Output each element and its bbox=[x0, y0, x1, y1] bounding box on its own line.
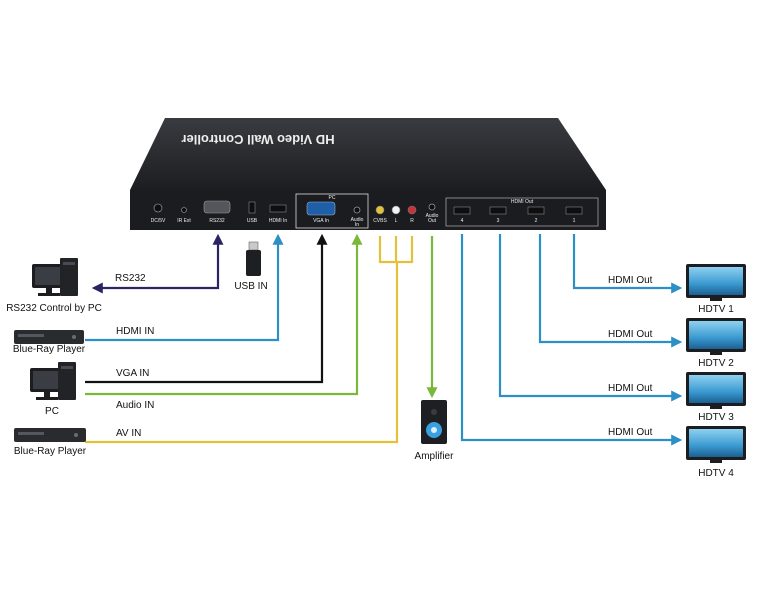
hdmi-out-2-label: HDMI Out bbox=[608, 329, 653, 340]
hdmi-out-4-label: HDMI Out bbox=[608, 427, 653, 438]
video-wall-controller: HD Video Wall Controller DC/5V IR Ext RS… bbox=[130, 118, 606, 230]
av-in-link-label: AV IN bbox=[116, 428, 141, 439]
audio-l-port-label: L bbox=[395, 218, 398, 224]
hdmi-out-port-4 bbox=[453, 206, 471, 215]
hdmi-out-1-label: HDMI Out bbox=[608, 275, 653, 286]
hdmi-out-cable-1 bbox=[572, 234, 683, 294]
bluray-player-2 bbox=[14, 428, 86, 442]
hdmi-out-port-2 bbox=[527, 206, 545, 215]
audio-in-port bbox=[353, 206, 361, 214]
vga-in-cable bbox=[85, 233, 328, 384]
hdmi-out-cable-3 bbox=[498, 234, 683, 402]
pc-group-label: PC bbox=[329, 195, 336, 201]
vga-in-port-label: VGA In bbox=[313, 218, 329, 224]
usb-stick bbox=[246, 241, 261, 276]
hdtv-4 bbox=[686, 426, 746, 463]
hdtv-2 bbox=[686, 318, 746, 355]
ir-label: IR Ext bbox=[177, 218, 191, 224]
audio-r-port-label: R bbox=[410, 218, 414, 224]
hdtv-2-label: HDTV 2 bbox=[698, 358, 734, 369]
hdmi-out-port-1-label: 1 bbox=[573, 218, 576, 224]
usb-port bbox=[248, 201, 256, 214]
audio-in-port-label: Audio bbox=[351, 217, 364, 223]
hdmi-in-link-label: HDMI IN bbox=[116, 326, 154, 337]
device-title: HD Video Wall Controller bbox=[181, 132, 334, 147]
hdmi-out-port-1 bbox=[565, 206, 583, 215]
hdmi-out-3-label: HDMI Out bbox=[608, 383, 653, 394]
hdtv-1 bbox=[686, 264, 746, 301]
usb-in-label: USB IN bbox=[234, 281, 267, 292]
dc-label: DC/5V bbox=[151, 218, 166, 224]
cvbs-port bbox=[375, 205, 385, 215]
av-in-cable bbox=[85, 262, 399, 444]
hdmi-out-group-label: HDMI Out bbox=[511, 199, 534, 205]
audio-out-port-label-2: Out bbox=[428, 218, 437, 224]
hdtv-3 bbox=[686, 372, 746, 409]
bluray-2-label: Blue-Ray Player bbox=[14, 446, 87, 457]
dc-port bbox=[153, 203, 163, 213]
bluray-1-label: Blue-Ray Player bbox=[13, 344, 86, 355]
hdtv-4-label: HDTV 4 bbox=[698, 468, 734, 479]
cables bbox=[85, 233, 683, 446]
audio-out-port-label: Audio bbox=[426, 213, 439, 219]
vga-in-link-label: VGA IN bbox=[116, 368, 149, 379]
amplifier-label: Amplifier bbox=[415, 451, 455, 462]
rs232-link-label: RS232 bbox=[115, 273, 146, 284]
rs232-cable bbox=[91, 233, 224, 294]
usb-port-label: USB bbox=[247, 218, 258, 224]
usb-stick-icon bbox=[248, 241, 259, 251]
hdmi-in-cable bbox=[85, 233, 284, 342]
audio-out-port bbox=[428, 203, 436, 211]
hdmi-out-cable-2 bbox=[538, 234, 683, 348]
rs232-pc-label: RS232 Control by PC bbox=[6, 303, 102, 314]
rs232-control-pc bbox=[32, 258, 78, 296]
audio-in-link-label: Audio IN bbox=[116, 400, 154, 411]
cvbs-port-label: CVBS bbox=[373, 218, 387, 224]
tower-icon bbox=[58, 362, 76, 400]
hdmi-out-port-4-label: 4 bbox=[461, 218, 464, 224]
hdmi-in-port-label: HDMI In bbox=[269, 218, 288, 224]
bluray-player-1 bbox=[14, 330, 84, 344]
hdmi-out-cable-4 bbox=[460, 234, 683, 446]
audio-in-cable bbox=[85, 233, 363, 396]
rs232-port bbox=[203, 200, 231, 214]
amplifier bbox=[421, 400, 447, 444]
ir-port bbox=[181, 207, 187, 213]
bluray-icon bbox=[14, 428, 86, 442]
source-pc bbox=[30, 362, 76, 400]
hdmi-out-port-3 bbox=[489, 206, 507, 215]
hdmi-out-port-3-label: 3 bbox=[497, 218, 500, 224]
bluray-icon bbox=[14, 330, 84, 344]
hdmi-out-group bbox=[445, 197, 599, 227]
hdmi-in-port bbox=[269, 204, 287, 213]
vga-in-port bbox=[306, 201, 336, 216]
audio-l-port bbox=[391, 205, 401, 215]
hdtv-3-label: HDTV 3 bbox=[698, 412, 734, 423]
pc-label: PC bbox=[45, 406, 59, 417]
audio-in-port-label-2: In bbox=[355, 222, 359, 228]
tower-icon bbox=[60, 258, 78, 296]
device-top-face bbox=[130, 118, 606, 190]
hdtv-1-label: HDTV 1 bbox=[698, 304, 734, 315]
pc-port-group bbox=[295, 193, 369, 229]
audio-r-port bbox=[407, 205, 417, 215]
rs232-port-label: RS232 bbox=[209, 218, 225, 224]
hdmi-out-port-2-label: 2 bbox=[535, 218, 538, 224]
